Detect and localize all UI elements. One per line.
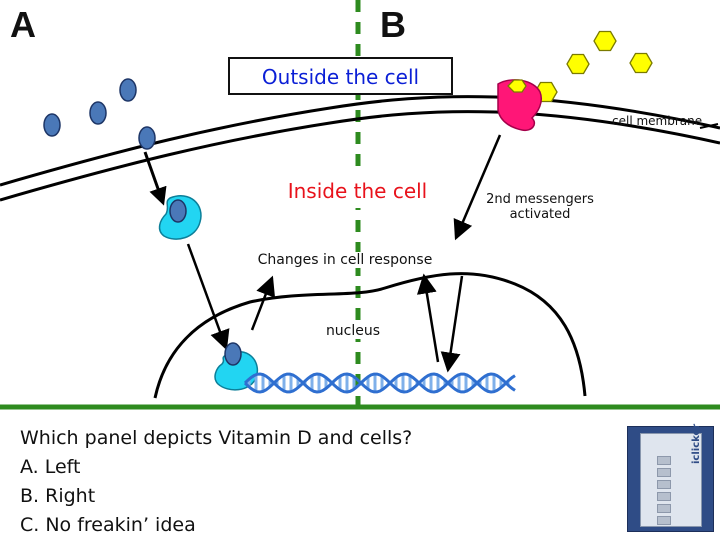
cell-membrane-inner [0, 110, 720, 202]
membrane-receptor [497, 79, 543, 132]
yellow-ligand [629, 52, 653, 74]
quiz-question: Which panel depicts Vitamin D and cells?… [20, 424, 412, 540]
dna-strand-2 [243, 372, 516, 394]
second-messengers-label: 2nd messengers activated [480, 192, 600, 222]
membrane-pointer [699, 123, 719, 129]
response-arrow-left [250, 275, 276, 331]
question-prompt: Which panel depicts Vitamin D and cells? [20, 427, 413, 449]
outside-cell-label: Outside the cell [228, 57, 453, 95]
receptor-to-messenger-arrow [453, 134, 502, 241]
cell-membrane-label: cell membrane [612, 114, 703, 128]
blue-ligand-group [43, 78, 156, 150]
blue-ligand [89, 101, 107, 125]
panel-label-a: A [10, 4, 36, 45]
answer-option-a[interactable]: A. Left [20, 456, 81, 478]
dna-helix [243, 372, 516, 394]
cell-membrane-outer [0, 95, 720, 187]
second-messengers-line1: 2nd messengers [486, 192, 594, 207]
nucleus-outline [153, 272, 587, 399]
clicker-brand-text: iclicker [691, 423, 702, 464]
inside-cell-label: Inside the cell [270, 176, 445, 208]
yellow-ligand-group [534, 30, 653, 103]
yellow-ligand [566, 53, 590, 75]
clicker-keys [657, 456, 671, 528]
cytoplasmic-receptor [158, 195, 202, 240]
ligand-entry-arrow [143, 151, 167, 206]
response-arrow-right-up [416, 273, 440, 363]
nucleus-label: nucleus [318, 323, 388, 339]
yellow-ligand [593, 30, 617, 52]
receptor-to-nucleus-arrow [186, 243, 230, 351]
blue-ligand [43, 113, 61, 137]
second-messengers-line2: activated [509, 207, 571, 222]
iclicker-remote-icon: iclicker [627, 424, 714, 532]
blue-ligand [138, 126, 156, 150]
clicker-face: iclicker [640, 424, 702, 528]
response-arrow-right-down [440, 275, 464, 373]
blue-ligand [119, 78, 137, 102]
panel-label-b: B [380, 4, 406, 45]
cell-response-label: Changes in cell response [240, 252, 450, 268]
answer-option-c[interactable]: C. No freakin’ idea [20, 514, 196, 536]
answer-option-b[interactable]: B. Right [20, 485, 96, 507]
dna-strand-1 [243, 372, 516, 394]
nuclear-receptor [214, 342, 259, 391]
